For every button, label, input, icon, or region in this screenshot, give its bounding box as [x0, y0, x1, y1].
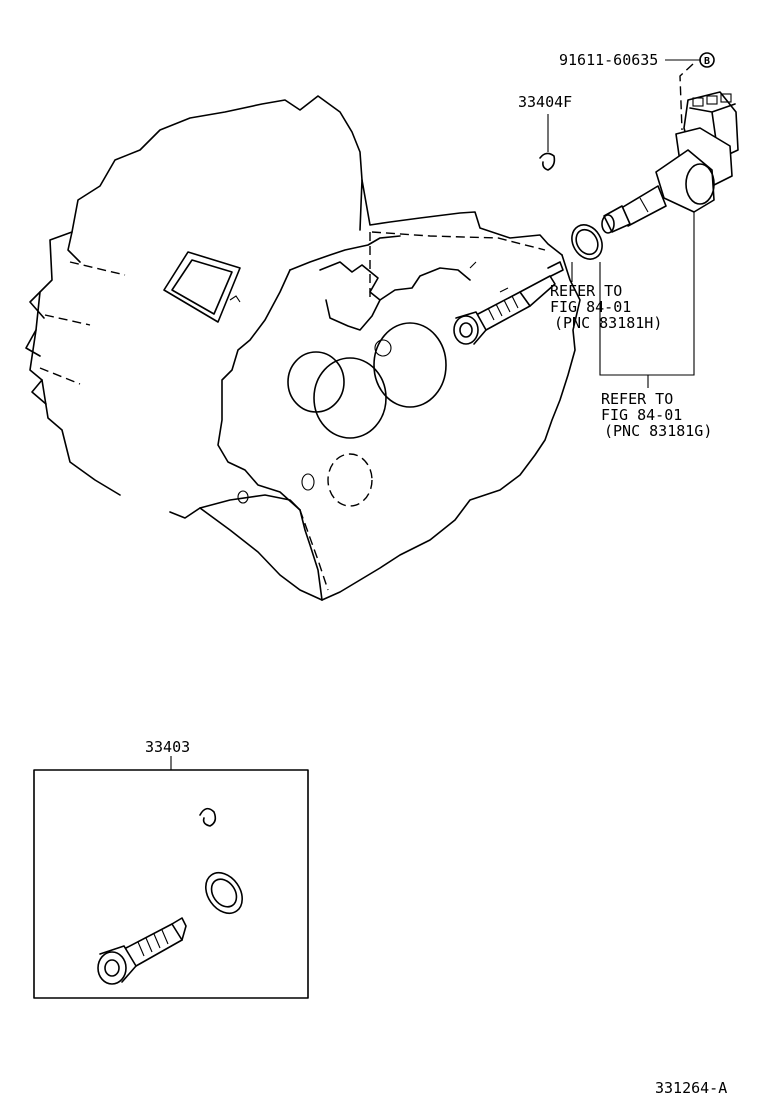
refer-h-line1: REFER TO: [550, 282, 622, 300]
label-91611-60635: 91611-60635: [559, 51, 658, 69]
clip-33404f: [539, 152, 556, 171]
refer-g-line2: FIG 84-01: [601, 406, 682, 424]
speed-sensor: [601, 91, 739, 234]
label-33404f: 33404F: [518, 93, 572, 111]
transaxle-housing: [25, 95, 581, 601]
label-33403: 33403: [145, 738, 190, 756]
refer-g-line1: REFER TO: [601, 390, 673, 408]
kit-box-33403: [33, 769, 309, 999]
o-ring: [571, 224, 603, 260]
figure-id: 331264-A: [655, 1079, 727, 1097]
refer-h-line3: (PNC 83181H): [554, 314, 662, 332]
leader-lines: [170, 59, 701, 770]
driven-gear-installed: [453, 261, 564, 345]
refer-g-line3: (PNC 83181G): [604, 422, 712, 440]
circle-b-marker: [699, 52, 715, 68]
refer-h-line2: FIG 84-01: [550, 298, 631, 316]
marker-b-text: B: [704, 56, 710, 67]
